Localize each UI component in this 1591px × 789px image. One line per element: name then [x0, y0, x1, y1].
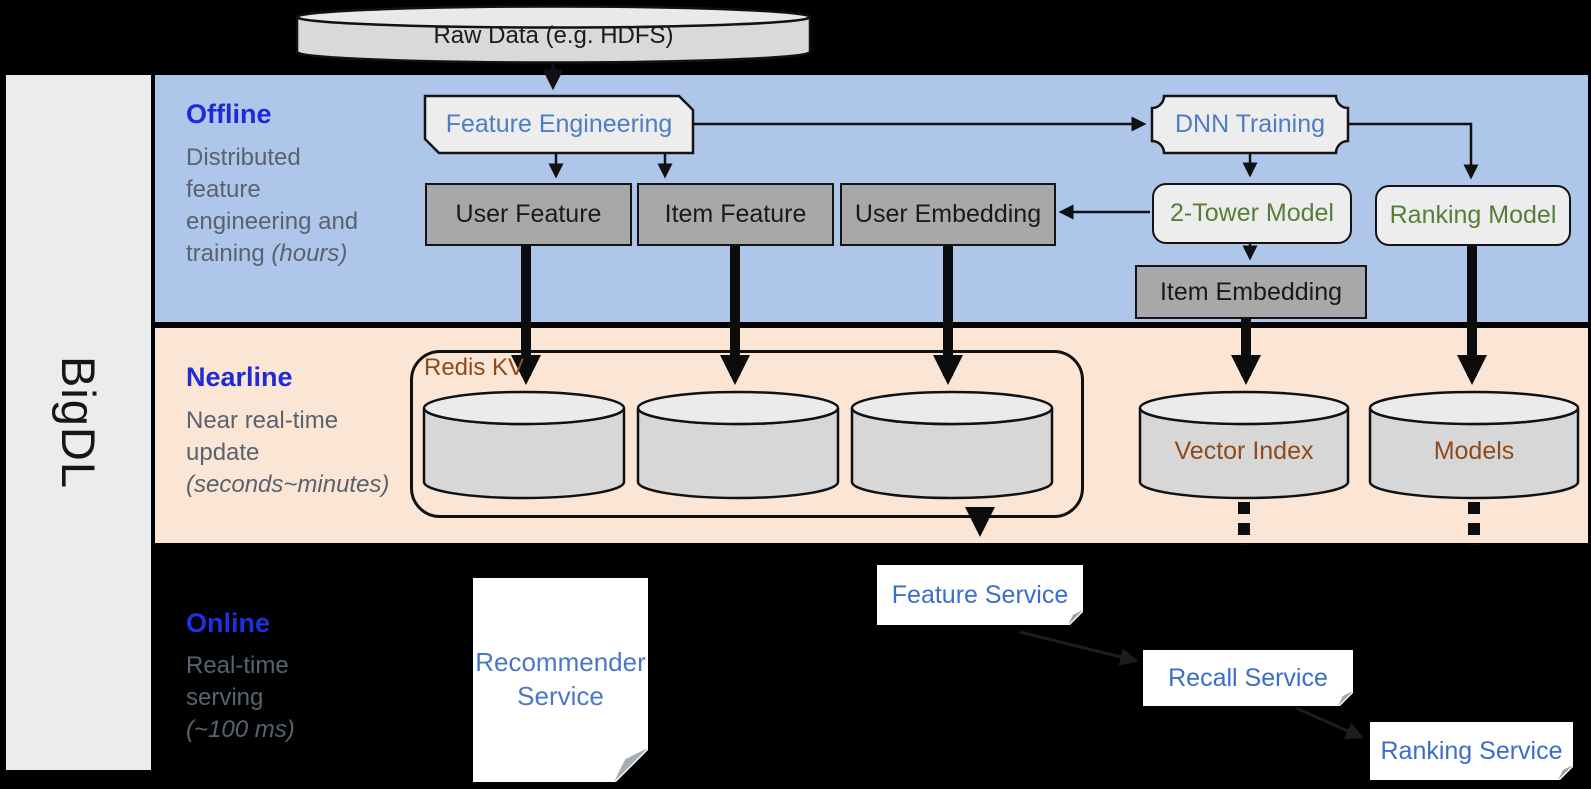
ranking-model-box: Ranking Model [1375, 185, 1571, 246]
vector-index-cylinder [1138, 390, 1350, 500]
redis-kv-container [410, 350, 1084, 518]
thin-arrows [542, 64, 1479, 261]
redis-cylinder-2 [636, 390, 840, 500]
dnn-training-label: DNN Training [1174, 110, 1326, 138]
raw-data-cylinder [295, 5, 812, 64]
recommender-service-box: Recommender Service [473, 578, 649, 783]
recall-service-label: Recall Service [1168, 663, 1328, 692]
raw-data-label: Raw Data (e.g. HDFS) [433, 22, 674, 49]
online-band-label: Online [186, 608, 271, 638]
recommender-fold-corner [615, 749, 649, 783]
recommender-service-label: Recommender Service [475, 647, 646, 711]
feature-engineering-label: Feature Engineering [445, 110, 673, 138]
arrow-dnn-training-to-ranking-model [1348, 122, 1479, 180]
thick-arrows [511, 243, 1487, 545]
models-cylinder [1368, 390, 1580, 500]
online-band-description: Real-time serving (~100 ms) [186, 652, 295, 744]
nearline-band-description: Near real-time update (seconds~minutes) [186, 407, 390, 499]
offline-band-description: Distributed feature engineering and trai… [186, 144, 359, 268]
item-embedding-box: Item Embedding [1135, 265, 1367, 319]
nearline-band-label: Nearline [186, 362, 293, 392]
feature-service-box: Feature Service [877, 565, 1084, 626]
redis-kv-label: Redis KV [424, 354, 525, 381]
vector-index-label: Vector Index [1174, 436, 1314, 465]
two-tower-model-box: 2-Tower Model [1152, 183, 1352, 244]
offline-band-label: Offline [186, 99, 272, 129]
ranking-service-label: Ranking Service [1380, 736, 1563, 765]
user-embedding-box: User Embedding [840, 183, 1056, 246]
faint-online-arrows [1019, 630, 1364, 740]
user-feature-box: User Feature [425, 183, 632, 246]
recall-service-box: Recall Service [1143, 650, 1354, 707]
arrow-to-ranking-service [1295, 706, 1364, 740]
ranking-service-box: Ranking Service [1370, 722, 1574, 781]
models-label: Models [1433, 436, 1515, 465]
item-feature-box: Item Feature [637, 183, 834, 246]
redis-cylinder-3 [850, 390, 1054, 500]
redis-cylinder-1 [422, 390, 626, 500]
brand-sidebar: BigDL [6, 75, 151, 770]
arrow-to-recall-service [1019, 630, 1139, 666]
dnn-training-shape [1150, 94, 1350, 155]
feature-engineering-shape [423, 94, 695, 155]
feature-service-label: Feature Service [891, 580, 1069, 609]
